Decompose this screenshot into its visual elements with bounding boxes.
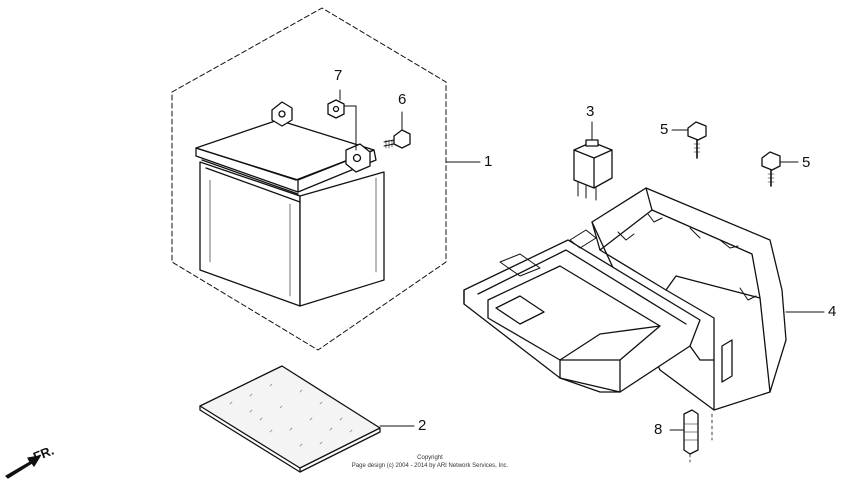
bolt-a [671,121,707,159]
front-arrow-icon [5,455,41,479]
terminal-bolt [383,111,411,149]
callout-1: 1 [484,153,493,170]
callout-3: 3 [586,103,595,120]
copyright-line-1: Copyright [417,455,443,461]
callout-4: 4 [828,303,837,320]
terminal-nut [327,89,357,151]
callout-8: 8 [654,421,663,438]
callout-6: 6 [398,91,407,108]
callout-5b: 5 [802,154,811,171]
battery [195,101,385,307]
callout-2: 2 [418,417,427,434]
callout-5a: 5 [660,121,669,138]
relay [573,121,613,201]
bolt-b [761,151,799,187]
copyright-line-2: Page design (c) 2004 - 2014 by ARI Netwo… [351,462,509,469]
battery-pad [199,365,415,473]
copyright-notice: Copyright Page design (c) 2004 - 2014 by… [300,455,560,470]
callout-7: 7 [334,67,343,84]
pin [669,409,713,463]
kit-outline [171,7,447,351]
battery-box [463,187,825,411]
